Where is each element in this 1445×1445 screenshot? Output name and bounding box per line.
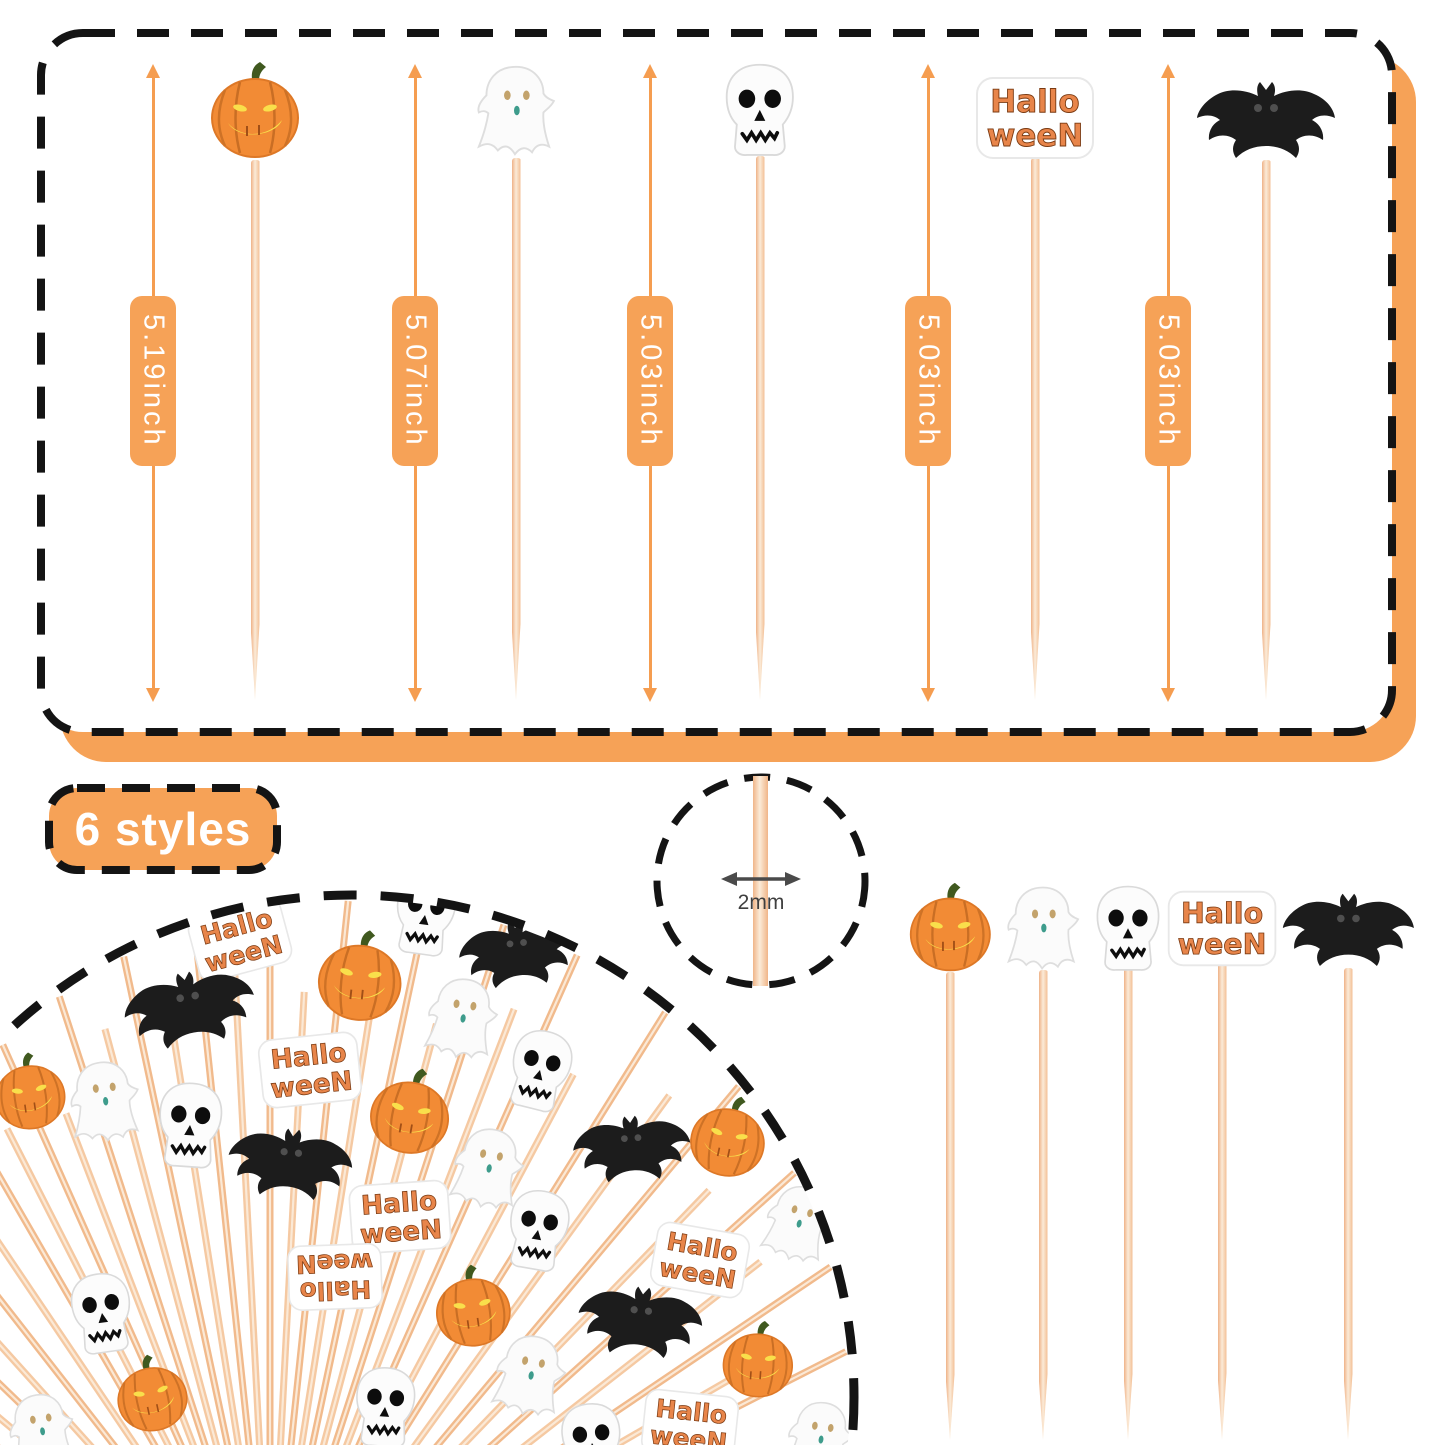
- styles-badge: 6 styles: [44, 783, 282, 875]
- halloween-topper: [286, 1242, 384, 1312]
- width-arrow: [721, 872, 801, 886]
- fan-circle-border: [0, 890, 859, 1445]
- halloween-topper: [639, 1387, 741, 1445]
- bamboo-stick: [1217, 962, 1227, 1440]
- ghost-topper: [1007, 886, 1080, 970]
- thickness-label: 2mm: [738, 891, 785, 914]
- halloween-topper: [1167, 890, 1277, 966]
- fan-content: [0, 899, 850, 1445]
- bat-topper: [1282, 893, 1414, 967]
- bamboo-stick: [1343, 968, 1353, 1440]
- bamboo-stick: [945, 972, 955, 1440]
- thickness-zoom-circle: 2mm: [649, 769, 873, 993]
- bamboo-stick: [1123, 968, 1133, 1440]
- top-box-border: [37, 29, 1396, 736]
- halloween-topper: [347, 1178, 453, 1256]
- styles-badge-label: 6 styles: [74, 803, 252, 855]
- halloween-topper: [256, 1030, 364, 1110]
- styles-badge-border: [45, 784, 281, 874]
- picks-fan-circle: [0, 890, 859, 1445]
- bamboo-stick: [753, 776, 768, 986]
- pumpkin-topper: [909, 882, 991, 972]
- skull-topper: [1095, 884, 1161, 972]
- bamboo-stick: [1038, 970, 1048, 1440]
